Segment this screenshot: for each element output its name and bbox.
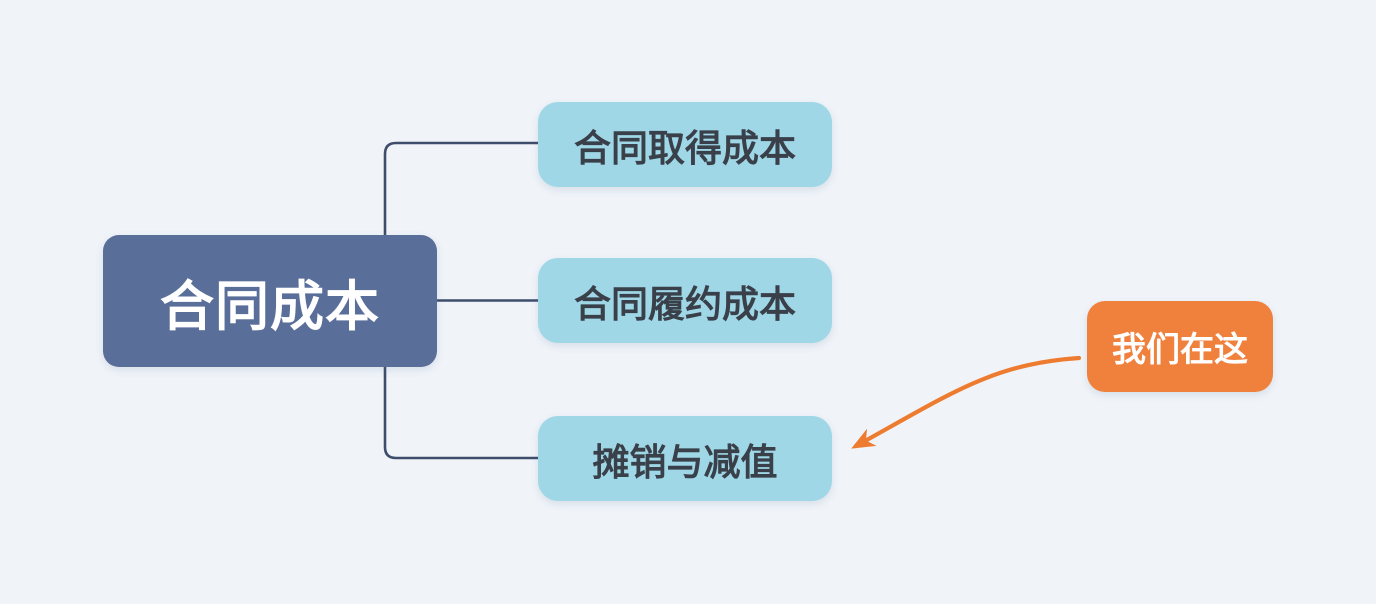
- connector-root-to-top-child: [383, 141, 541, 238]
- node-contract-cost[interactable]: 合同成本: [103, 235, 437, 367]
- node-amortization-impairment[interactable]: 摊销与减值: [538, 416, 832, 501]
- node-contract-performance-cost-label: 合同履约成本: [574, 283, 796, 325]
- node-contract-acquisition-cost-label: 合同取得成本: [574, 127, 796, 169]
- callout-we-are-here-label: 我们在这: [1112, 331, 1248, 369]
- node-amortization-impairment-label: 摊销与减值: [592, 441, 778, 483]
- node-contract-performance-cost[interactable]: 合同履约成本: [538, 258, 832, 343]
- node-contract-cost-label: 合同成本: [160, 276, 380, 337]
- connector-root-to-bottom-child: [383, 364, 541, 460]
- callout-we-are-here[interactable]: 我们在这: [1087, 301, 1273, 392]
- callout-arrow: [851, 355, 1082, 449]
- node-contract-acquisition-cost[interactable]: 合同取得成本: [538, 102, 832, 187]
